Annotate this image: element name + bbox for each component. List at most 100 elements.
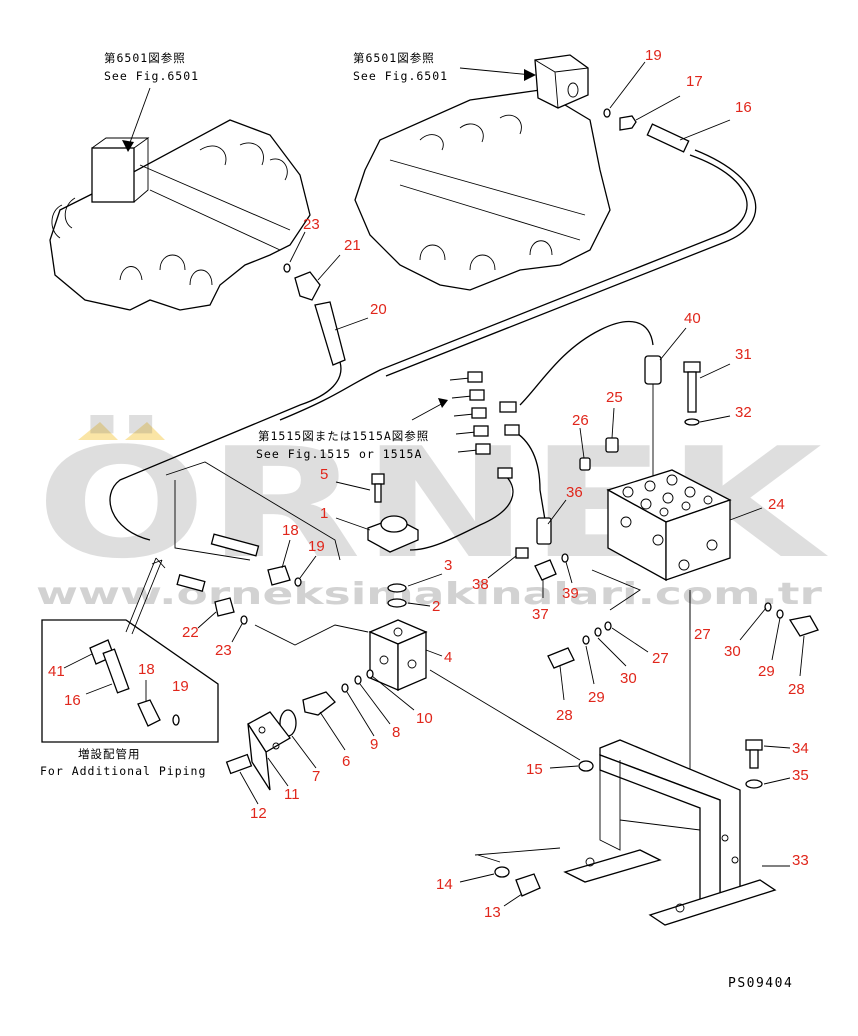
washer-35 [745, 779, 763, 789]
o-ring-19-inset [172, 714, 180, 726]
washer-15 [578, 760, 594, 772]
label-32: 32 [735, 404, 752, 421]
label-23-top: 23 [303, 216, 320, 233]
bracket-33 [474, 739, 777, 926]
label-18-mid: 18 [282, 522, 299, 539]
label-34: 34 [792, 740, 809, 757]
accumulator-group [367, 473, 428, 691]
top-fittings [279, 108, 757, 421]
label-37: 37 [532, 606, 549, 623]
label-25: 25 [606, 389, 623, 406]
label-26: 26 [572, 412, 589, 429]
hose-fitting-16-mid [210, 533, 260, 557]
control-valve-right [354, 54, 611, 291]
elbow-17 [619, 115, 637, 131]
o-ring-3 [387, 583, 407, 593]
o-ring-19-mid [294, 577, 302, 587]
ref-caption-mid: 第1515図または1515A図参照 See Fig.1515 or 1515A [256, 429, 429, 461]
mid-left-fittings [165, 461, 369, 646]
watermark-accent-left [78, 422, 118, 440]
label-36: 36 [566, 484, 583, 501]
label-4: 4 [444, 649, 452, 666]
washer-14 [494, 866, 510, 878]
o-ring-23-mid [240, 615, 248, 625]
elbow-37 [534, 559, 557, 581]
plug-26 [579, 457, 591, 471]
hose-fitting-20 [314, 301, 346, 366]
fitting-38 [515, 547, 529, 559]
plug-25 [605, 437, 619, 453]
o-ring-23-top [283, 263, 291, 273]
label-6: 6 [342, 753, 350, 770]
o-ring-19-top [603, 108, 611, 118]
label-17: 17 [686, 73, 703, 90]
bolt-12 [225, 753, 253, 775]
label-31: 31 [735, 346, 752, 363]
label-23-mid: 23 [215, 642, 232, 659]
label-30-right: 30 [724, 643, 741, 660]
label-7: 7 [312, 768, 320, 785]
label-27-mid: 27 [652, 650, 669, 667]
control-valve-left [49, 119, 311, 311]
label-1: 1 [320, 505, 328, 522]
label-18-inset: 18 [138, 661, 155, 678]
label-2: 2 [432, 598, 440, 615]
plug-28-right [788, 615, 819, 637]
caption-ref-left-jp: 第6501図参照 [104, 51, 186, 65]
sensor-harness [409, 321, 662, 551]
pressure-switch-40 [644, 355, 662, 385]
label-9: 9 [370, 736, 378, 753]
caption-ref-left-en: See Fig.6501 [104, 69, 199, 83]
connector-38-37 [515, 547, 569, 581]
label-22: 22 [182, 624, 199, 641]
washer-32 [684, 418, 700, 426]
label-39: 39 [562, 585, 579, 602]
label-40: 40 [684, 310, 701, 327]
label-38: 38 [472, 576, 489, 593]
caption-ref-right-en: See Fig.6501 [353, 69, 448, 83]
label-19-inset: 19 [172, 678, 189, 695]
label-19-mid: 19 [308, 538, 325, 555]
label-20: 20 [370, 301, 387, 318]
label-24: 24 [768, 496, 785, 513]
label-5: 5 [320, 466, 328, 483]
bolt-34-head [745, 739, 763, 751]
label-29-right: 29 [758, 663, 775, 680]
bolt-13 [515, 873, 541, 897]
caption-inset-jp: 増設配管用 [78, 747, 141, 761]
caption-inset-en: For Additional Piping [40, 764, 206, 778]
o-ring-39 [561, 553, 569, 563]
elbow-21 [294, 271, 321, 301]
bolt-31-shank [687, 371, 697, 413]
plug-6 [302, 691, 336, 716]
label-13: 13 [484, 904, 501, 921]
elbow-22 [214, 597, 235, 617]
caption-ref-right-jp: 第6501図参照 [353, 51, 435, 65]
label-41: 41 [48, 663, 65, 680]
label-11: 11 [284, 786, 300, 803]
watermark-url: www.orneksimakinalari.com.tr [36, 577, 822, 612]
label-19-top: 19 [645, 47, 662, 64]
ref-caption-right: 第6501図参照 See Fig.6501 [353, 51, 536, 83]
manifold-block-24 [606, 469, 732, 582]
label-10: 10 [416, 710, 433, 727]
hose-fitting-16-top [646, 123, 690, 153]
fig6501-block-left [91, 147, 135, 203]
label-14: 14 [436, 876, 453, 893]
switch-36 [536, 517, 552, 545]
bolt-31-group [579, 361, 701, 471]
caption-ref-mid-jp: 第1515図または1515A図参照 [258, 429, 429, 443]
watermark-accent-right [125, 422, 165, 440]
bolt-5-head [371, 473, 385, 485]
label-28-right: 28 [788, 681, 805, 698]
label-33: 33 [792, 852, 809, 869]
plug-28-left [547, 647, 575, 669]
label-30-mid: 30 [620, 670, 637, 687]
label-29-mid: 29 [588, 689, 605, 706]
ref-caption-left: 第6501図参照 See Fig.6501 [104, 51, 199, 152]
label-28-mid: 28 [556, 707, 573, 724]
lower-left-fittings [225, 669, 374, 791]
label-21: 21 [344, 237, 361, 254]
label-27-right: 27 [694, 626, 711, 643]
